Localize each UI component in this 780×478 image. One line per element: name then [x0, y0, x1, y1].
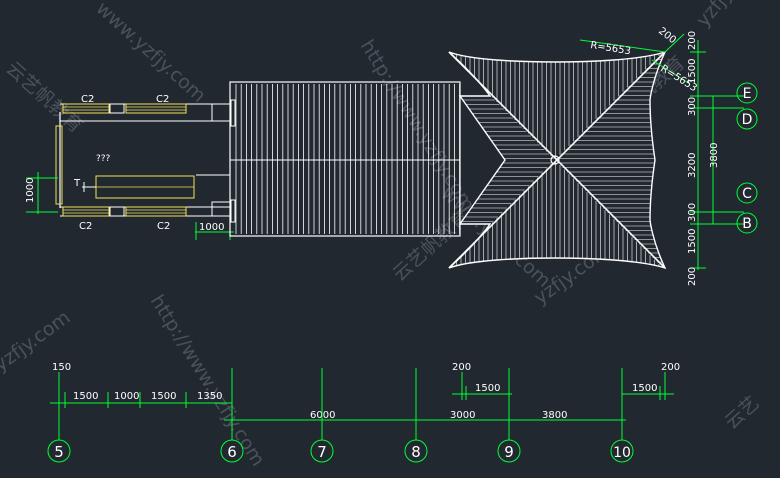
- window-bottom-left: [62, 206, 110, 217]
- corridor-roof: [229, 81, 461, 237]
- dimension-text: 200: [687, 267, 698, 286]
- axis-bubble-E: E: [736, 82, 758, 104]
- dimension-text: 6000: [310, 410, 335, 421]
- dimension-text: 200: [452, 362, 471, 373]
- axis-bubble-C: C: [736, 182, 758, 204]
- stair-note: ???: [96, 154, 111, 164]
- dimension-text: 3200: [687, 153, 698, 178]
- dimension-text: 1500: [475, 383, 500, 394]
- axis-bubble-B: B: [736, 212, 758, 234]
- window-bottom-right: [125, 206, 187, 217]
- window-label: C2: [156, 94, 169, 105]
- axis-bubble-5: 5: [47, 439, 71, 463]
- radius-label: R=5653: [590, 40, 632, 57]
- watermark-text: yzfjy.com: [692, 0, 766, 31]
- stair-mark: T: [73, 178, 81, 189]
- dimension-text: 1000: [25, 178, 36, 203]
- axis-bubble-6: 6: [220, 439, 244, 463]
- watermark-text: www.yzfjy.com: [92, 0, 210, 107]
- svg-text:8: 8: [411, 443, 421, 461]
- dimension-text: 1500: [151, 391, 176, 402]
- dimension-text: 150: [52, 362, 71, 373]
- window-top-left: [62, 103, 110, 114]
- axis-bubble-D: D: [736, 108, 758, 130]
- svg-text:E: E: [743, 86, 752, 102]
- svg-text:9: 9: [504, 443, 514, 461]
- dimension-text: 1500: [687, 59, 698, 84]
- dimension-text: 300: [687, 203, 698, 222]
- pavilion-roof: [448, 50, 667, 270]
- window-label: C2: [157, 221, 170, 232]
- dimension-text: 300: [687, 97, 698, 116]
- axis-bubble-7: 7: [310, 439, 334, 463]
- svg-text:7: 7: [317, 443, 327, 461]
- window-top-right: [125, 103, 187, 114]
- watermark-text: 云艺: [721, 392, 764, 434]
- dimension-text: 1350: [197, 391, 222, 402]
- window-label: C2: [79, 221, 92, 232]
- window-label: C2: [81, 94, 94, 105]
- bottom-dimensions: 150 1500 1000 1500 1350 200 1500 200 150…: [50, 362, 680, 440]
- dimension-text: 1000: [114, 391, 139, 402]
- dimension-text: 1500: [632, 383, 657, 394]
- stair-steps: [82, 175, 195, 199]
- svg-text:D: D: [742, 112, 753, 128]
- dimension-text: 3800: [542, 410, 567, 421]
- dimension-text: 1500: [687, 229, 698, 254]
- dimension-text: 3000: [450, 410, 475, 421]
- svg-text:5: 5: [54, 443, 64, 461]
- dimension-text: 200: [687, 31, 698, 50]
- dimension-text: 1000: [199, 222, 224, 233]
- axis-bubble-9: 9: [497, 439, 521, 463]
- svg-text:C: C: [742, 186, 752, 202]
- dimension-text: 1500: [73, 391, 98, 402]
- axis-bubble-10: 10: [610, 439, 634, 463]
- svg-text:10: 10: [613, 445, 631, 461]
- dimension-text: 200: [661, 362, 680, 373]
- vertical-axes: 5 6 7 8 9 10: [47, 439, 634, 463]
- watermark-text: 云艺帆教育: [2, 57, 87, 137]
- svg-text:B: B: [742, 216, 752, 232]
- axis-bubble-8: 8: [404, 439, 428, 463]
- dimension-text: 3800: [709, 143, 720, 168]
- watermark-text: http://www.yzfjy.com: [146, 291, 269, 470]
- horizontal-axes: E D C B: [720, 82, 758, 234]
- svg-text:6: 6: [227, 443, 237, 461]
